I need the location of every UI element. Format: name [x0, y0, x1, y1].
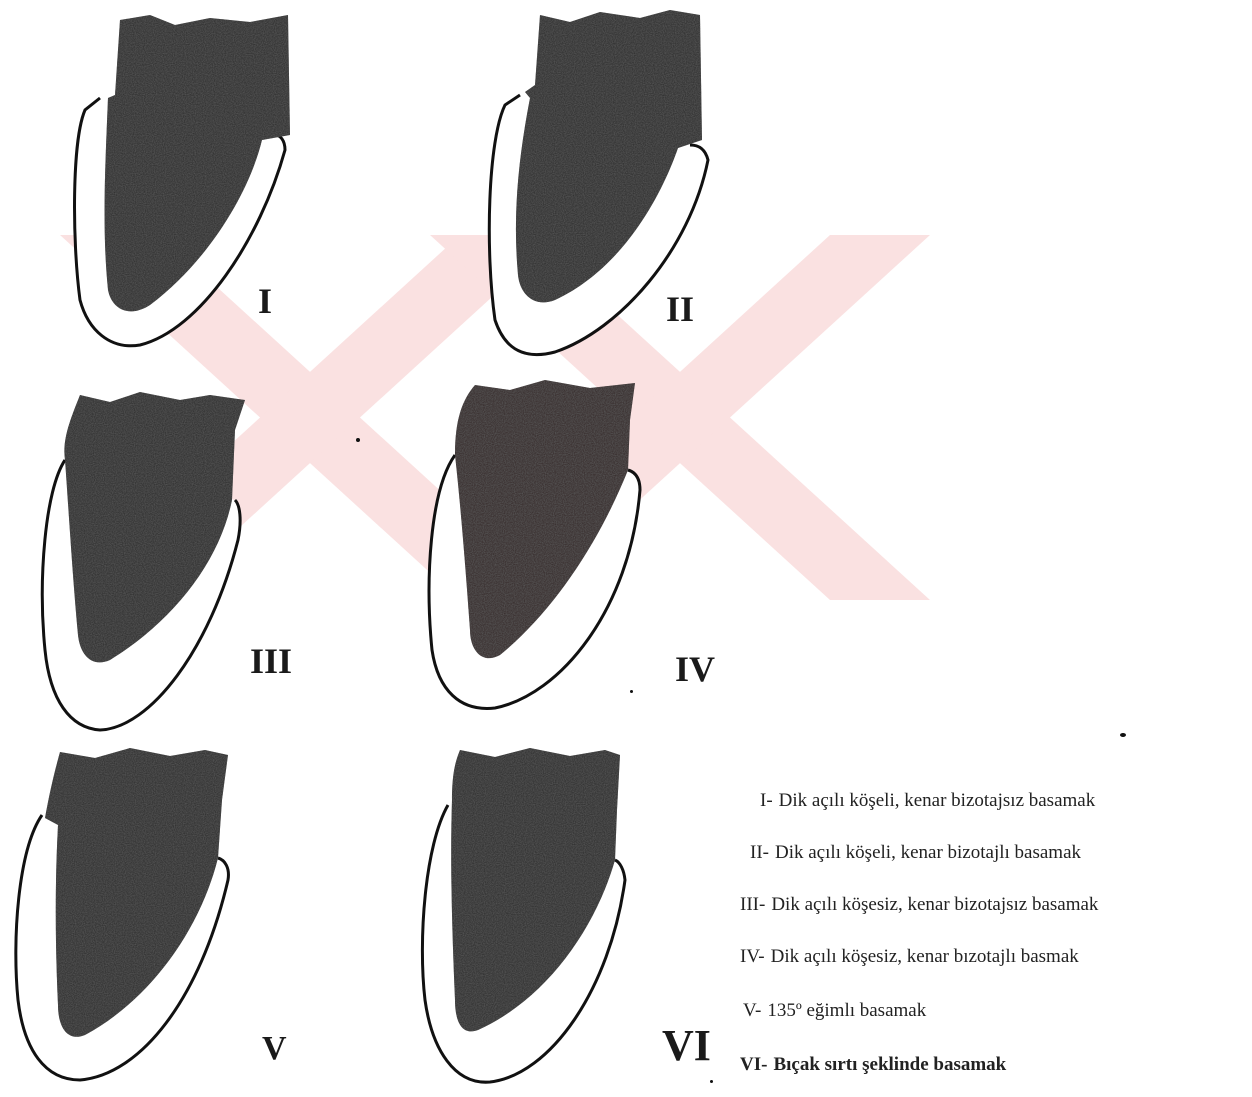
panel-label-IV: IV — [675, 648, 715, 690]
speck — [356, 438, 360, 442]
legend-item-II: II- Dik açılı köşeli, kenar bizotajlı bas… — [750, 842, 1081, 864]
panel-label-II: II — [666, 288, 694, 330]
legend-text: Dik açılı köşesiz, kenar bizotajsız basa… — [771, 894, 1098, 915]
tooth-panel-V — [16, 748, 229, 1080]
legend-item-III: III- Dik açılı köşesiz, kenar bizotajsız … — [740, 894, 1098, 916]
panel-label-I: I — [258, 280, 272, 322]
legend-item-IV: IV- Dik açılı köşesiz, kenar bızotajlı ba… — [740, 946, 1079, 968]
legend-text: Dik açılı köşesiz, kenar bızotajlı basma… — [771, 946, 1079, 967]
legend-text: 135º eğimlı basamak — [767, 1000, 926, 1021]
legend-item-VI: VI- Bıçak sırtı şeklinde basamak — [740, 1054, 1006, 1076]
tooth-panel-IV — [429, 380, 640, 708]
panel-label-V: V — [262, 1030, 287, 1068]
speck — [710, 1080, 713, 1083]
legend-num: II- — [750, 842, 769, 864]
legend-num: IV- — [740, 946, 765, 968]
speck — [630, 690, 633, 693]
legend-text: Dik açılı köşeli, kenar bizotajlı basama… — [775, 842, 1081, 863]
legend-num: VI- — [740, 1054, 767, 1076]
legend-num: V- — [743, 1000, 761, 1022]
speck — [1120, 733, 1126, 737]
legend-num: I- — [760, 790, 773, 812]
legend-text: Bıçak sırtı şeklinde basamak — [773, 1054, 1006, 1075]
legend-text: Dik açılı köşeli, kenar bizotajsız basam… — [779, 790, 1096, 811]
legend-item-I: I- Dik açılı köşeli, kenar bizotajsız bas… — [760, 790, 1095, 812]
panel-label-III: III — [250, 640, 292, 682]
tooth-panel-VI — [422, 748, 625, 1082]
legend-num: III- — [740, 894, 765, 916]
tooth-panel-III — [42, 392, 245, 730]
legend-item-V: V- 135º eğimlı basamak — [743, 1000, 926, 1022]
panel-label-VI: VI — [662, 1020, 711, 1071]
